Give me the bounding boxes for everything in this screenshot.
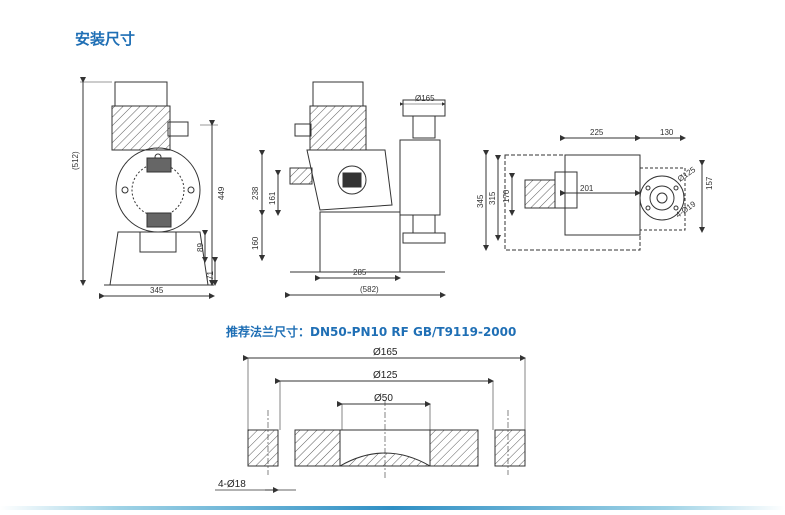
flange-title: 推荐法兰尺寸：DN50-PN10 RF GB/T9119-2000: [226, 325, 517, 339]
front-dim-161: 161: [268, 191, 277, 205]
flange-left-lug: [247, 429, 279, 467]
flange-dim-d125: Ø125: [373, 370, 398, 381]
top-pump-head: [639, 175, 685, 221]
page-title: 安装尺寸: [75, 30, 136, 48]
side-dim-71: 71: [206, 271, 215, 280]
top-dim-170: 170: [502, 189, 511, 203]
side-dim-345: 345: [150, 286, 164, 295]
front-base: [319, 211, 401, 273]
top-dim-201: 201: [580, 184, 594, 193]
top-view: [483, 135, 705, 251]
flange-dim-holes: 4-Ø18: [218, 479, 246, 490]
front-motor-cap: [312, 81, 364, 107]
front-pump-head: [399, 139, 441, 216]
flange-right-lug: [494, 429, 526, 467]
flange-dim-d50: Ø50: [374, 393, 393, 404]
top-dim-4d19: 4-Ø19: [674, 199, 698, 219]
front-bottom-flange: [402, 232, 446, 244]
side-base: [109, 231, 209, 286]
top-body: [564, 154, 641, 236]
front-view: [259, 81, 446, 298]
top-dim-225: 225: [590, 128, 604, 137]
side-dim-89: 89: [196, 243, 205, 252]
side-motor-body: [111, 105, 171, 151]
side-motor-cap: [114, 81, 168, 107]
top-dim-d125: Ø125: [676, 165, 698, 184]
front-gearbox: [306, 149, 393, 211]
front-dim-238: 238: [251, 186, 260, 200]
side-dim-449: 449: [217, 186, 226, 200]
front-dim-d165: Ø165: [415, 94, 435, 103]
top-dim-345: 345: [476, 194, 485, 208]
footer-accent-bar: [0, 506, 785, 510]
front-dim-582: (582): [360, 285, 379, 294]
flange-section: [215, 355, 526, 493]
front-motor-body: [309, 105, 367, 151]
side-terminal-box: [167, 121, 189, 137]
top-dim-157: 157: [705, 176, 714, 190]
side-view: [80, 77, 218, 299]
side-dim-512: (512): [71, 151, 80, 170]
front-dim-160: 160: [251, 236, 260, 250]
top-dim-130: 130: [660, 128, 674, 137]
front-dim-285: 285: [353, 268, 367, 277]
top-dim-315: 315: [488, 191, 497, 205]
flange-dim-d165: Ø165: [373, 347, 398, 358]
